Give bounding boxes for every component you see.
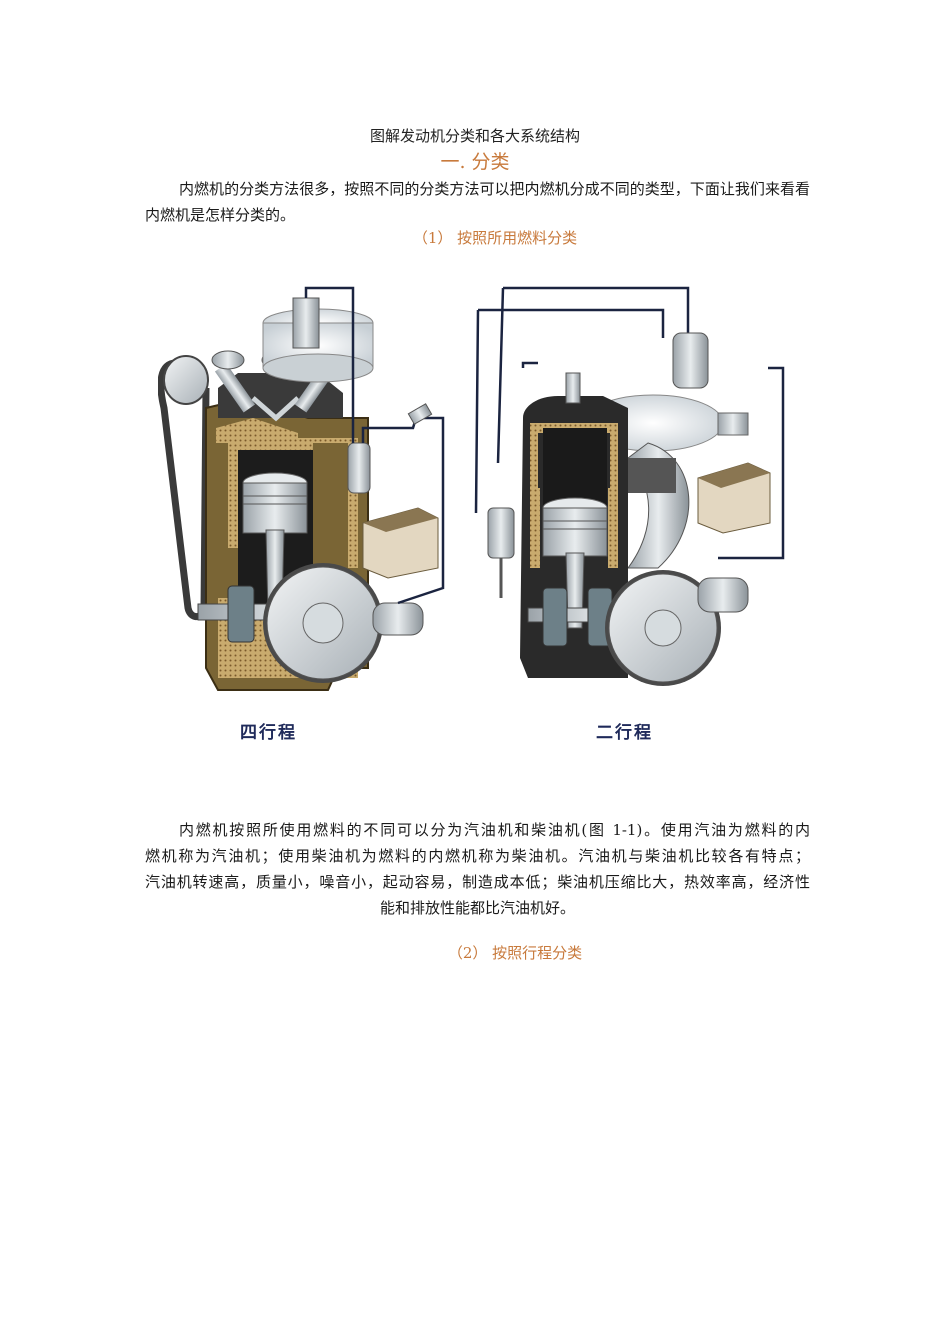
four-stroke-engine-illustration: 四行程 <box>158 286 445 743</box>
subheading-fuel: （1） 按照所用燃料分类 <box>412 229 578 247</box>
paragraph-line: 能和排放性能都比汽油机好。 <box>379 899 575 917</box>
intro-paragraph: 内燃机的分类方法很多，按照不同的分类方法可以把内燃机分成不同的类型，下面让我们来… <box>145 180 810 224</box>
paragraph-line: 内燃机按照所使用燃料的不同可以分为汽油机和柴油机(图 1-1)。使用汽油为燃料的… <box>179 821 810 839</box>
two-stroke-engine-illustration: 二行程 <box>474 286 785 743</box>
two-stroke-label: 二行程 <box>596 722 653 743</box>
document-title: 图解发动机分类和各大系统结构 <box>369 127 580 145</box>
engine-figure: 四行程 <box>158 268 794 763</box>
four-stroke-label: 四行程 <box>240 722 297 743</box>
fuel-classification-paragraph: 内燃机按照所使用燃料的不同可以分为汽油机和柴油机(图 1-1)。使用汽油为燃料的… <box>145 817 810 921</box>
paragraph-line: 燃机称为汽油机；使用柴油机为燃料的内燃机称为柴油机。汽油机与柴油机比较各有特点； <box>145 847 810 865</box>
paragraph-line: 汽油机转速高，质量小，噪音小，起动容易，制造成本低；柴油机压缩比大，热效率高，经… <box>145 873 810 891</box>
section-heading: 一. 分类 <box>440 151 510 173</box>
subheading-stroke: （2） 按照行程分类 <box>447 944 583 962</box>
